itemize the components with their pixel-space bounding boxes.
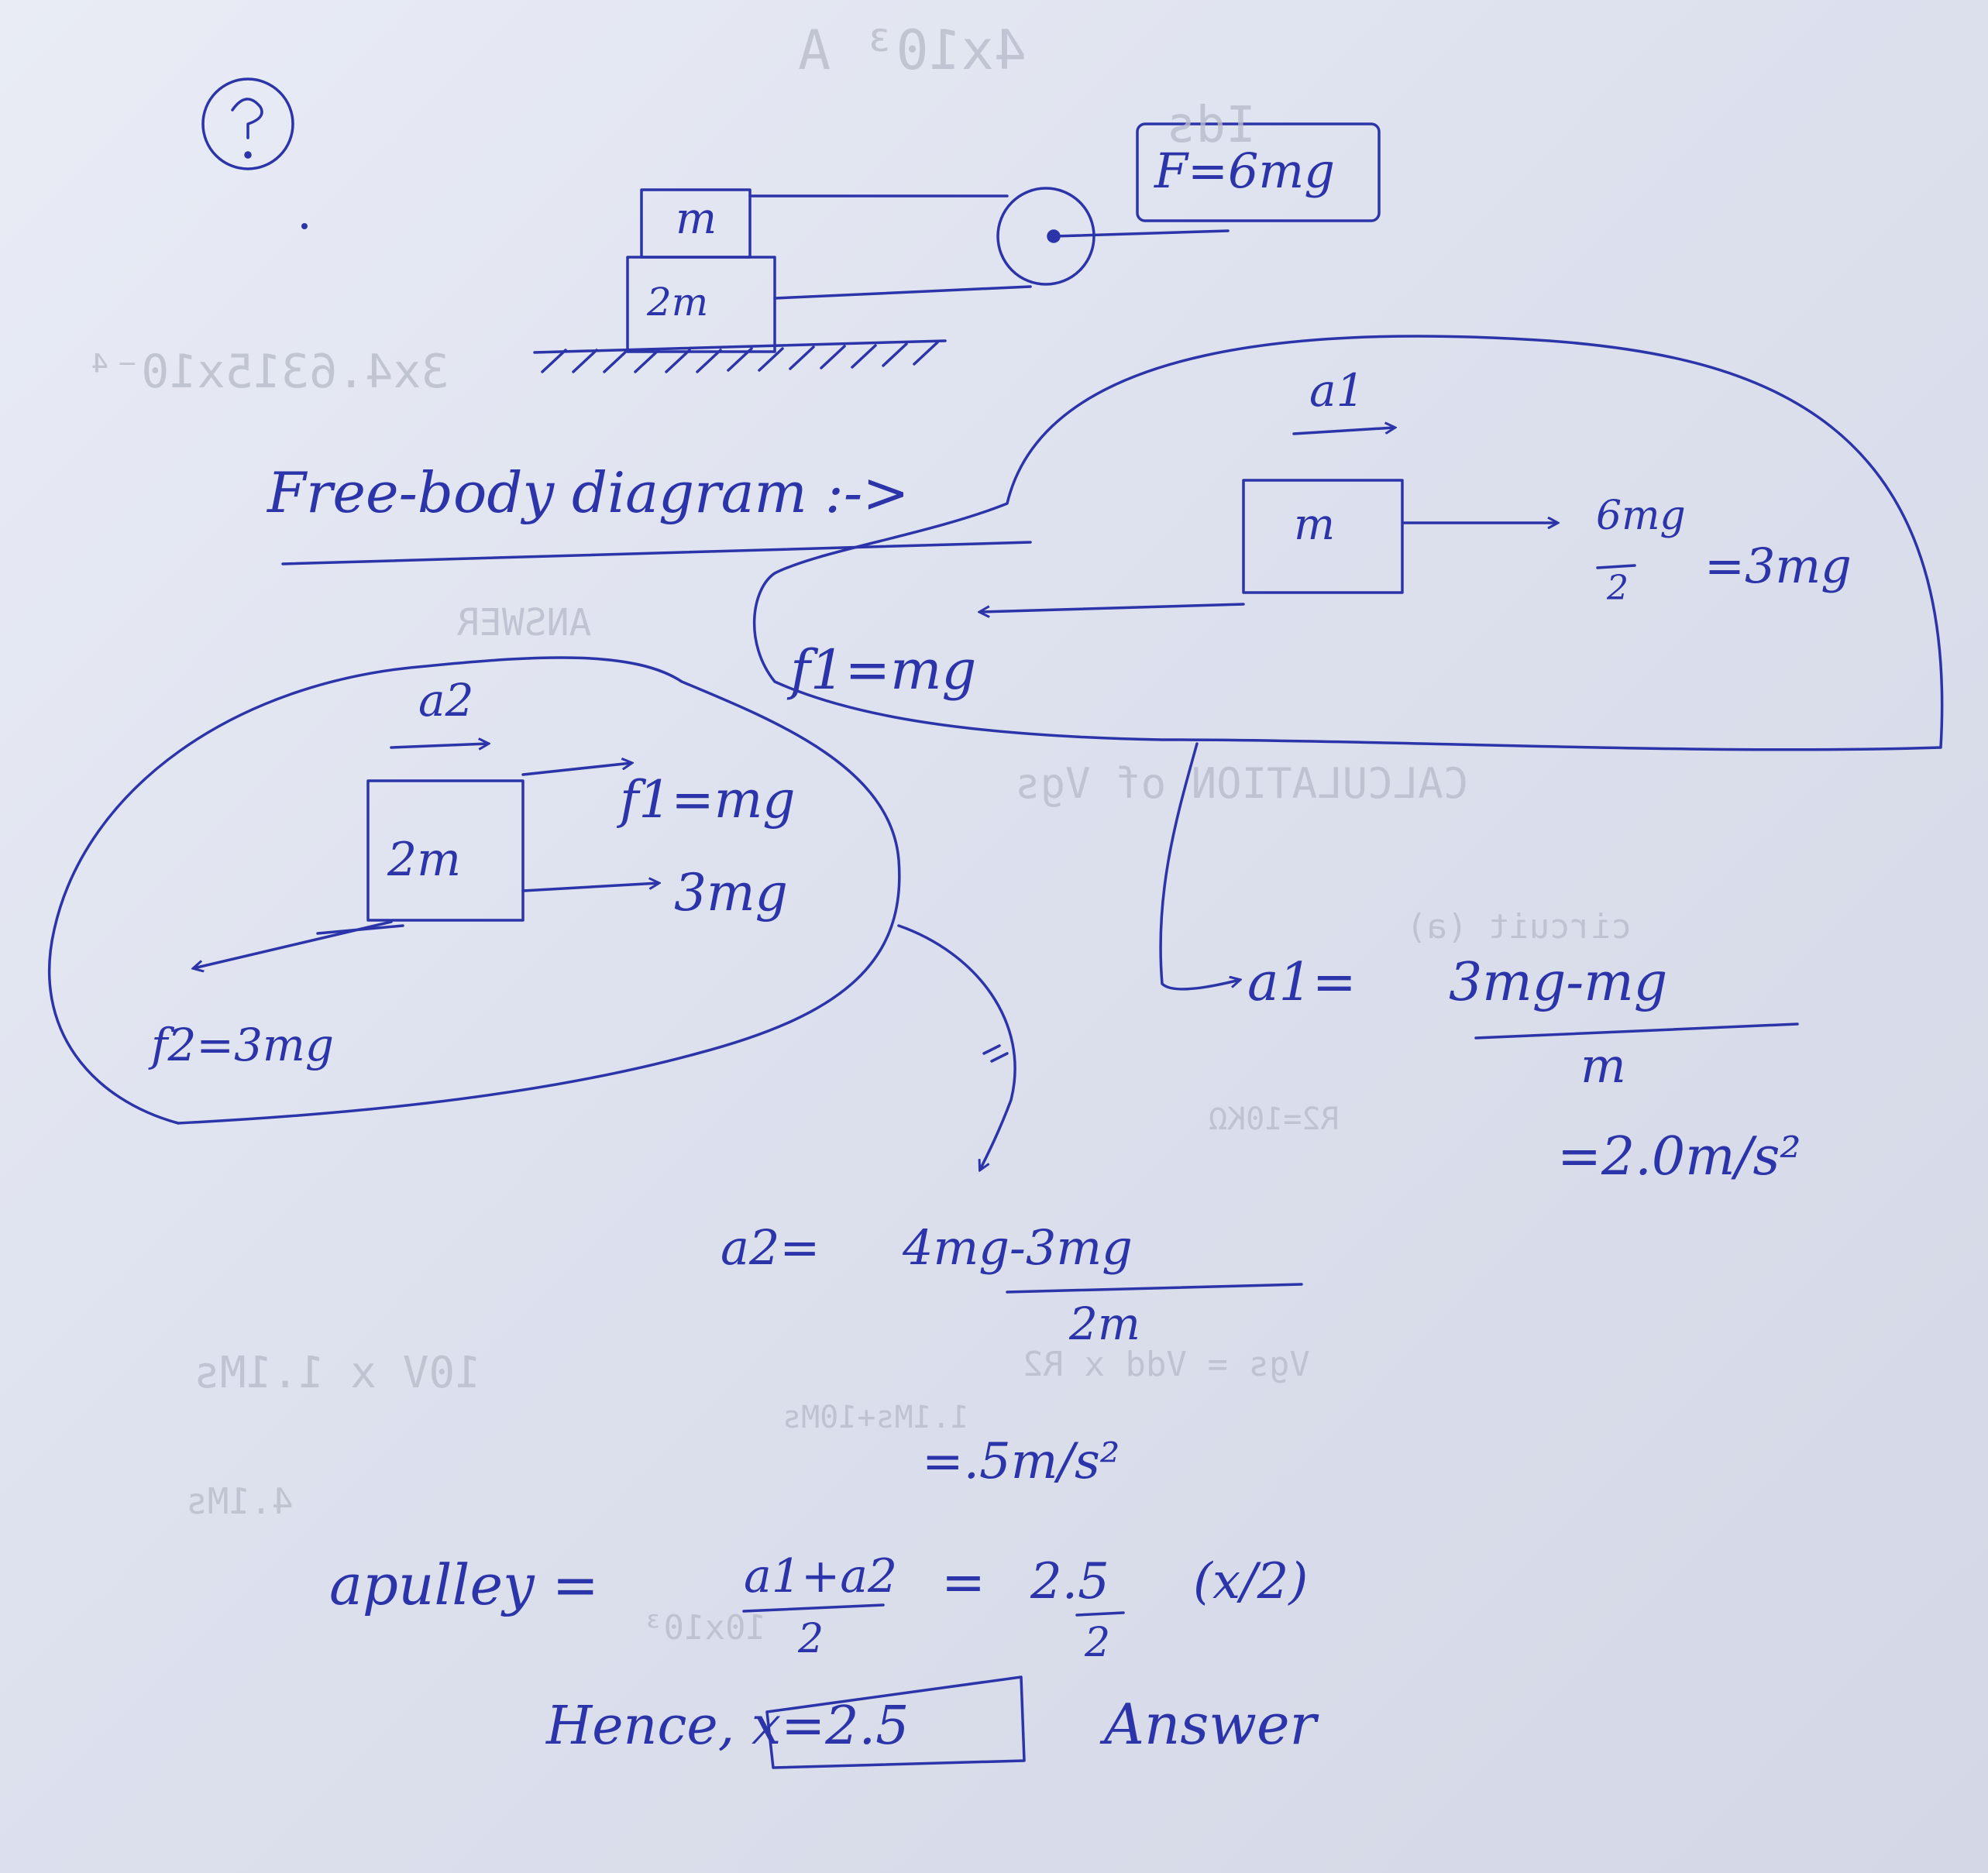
- a1-numerator: 3mg-mg: [1449, 952, 1668, 1013]
- bleed-text: 10x10³: [643, 1608, 766, 1648]
- bleed-text: 4.1Ms: [186, 1480, 294, 1522]
- pulley-paren: (x/2): [1193, 1553, 1309, 1610]
- top-fbd-region: [753, 335, 1944, 751]
- a1-denominator: m: [1580, 1037, 1626, 1094]
- applied-force-result: =3mg: [1704, 538, 1852, 594]
- answer-boxed: Hence, x=2.5: [546, 1696, 910, 1757]
- a2-lhs: a2=: [721, 1219, 820, 1276]
- bottom-block-2m-label: 2m: [387, 833, 462, 887]
- bleed-text: 1.1Ms+10Ms: [782, 1400, 969, 1435]
- answer-label: Answer: [1104, 1692, 1316, 1757]
- bleed-text: CALCULATION of Vgs: [1015, 759, 1469, 808]
- pulley-denominator: 2: [798, 1616, 824, 1662]
- pulley-lhs: apulley =: [329, 1552, 599, 1617]
- fbd-block-2m: [366, 779, 525, 922]
- bleed-text: 4x10³ A: [798, 19, 1027, 82]
- top-block-m-label: m: [1294, 500, 1336, 550]
- bleed-text: 10V x 1.1Ms: [194, 1348, 481, 1398]
- pulley-value-numerator: 2.5: [1030, 1553, 1109, 1610]
- pulley-numerator: a1+a2: [744, 1549, 898, 1603]
- accel-a1-label: a1: [1309, 364, 1365, 417]
- friction-f2-label: f2=3mg: [151, 1019, 334, 1071]
- pulley-value-denominator: 2: [1085, 1620, 1111, 1666]
- fbd-title: Free-body diagram :->: [267, 460, 910, 525]
- applied-force-numerator: 6mg: [1596, 493, 1686, 539]
- force-label: F=6mg: [1154, 143, 1335, 199]
- pulley-equals: =: [941, 1552, 985, 1614]
- accel-a2-label: a2: [418, 674, 474, 727]
- setup-block-m-label: m: [676, 194, 717, 244]
- force-box: [1136, 122, 1381, 222]
- applied-force-denominator: 2: [1607, 569, 1629, 608]
- bleed-text: 3x4.6315x10⁻⁴: [85, 345, 449, 399]
- bleed-text: R2=10KΩ: [1209, 1101, 1340, 1137]
- ground-line: [533, 339, 947, 354]
- bleed-text: ANSWER: [457, 601, 592, 644]
- a2-denominator: 2m: [1069, 1297, 1140, 1350]
- a2-numerator: 4mg-3mg: [903, 1219, 1133, 1276]
- bleed-text: Vgs = Vdd x R2: [1023, 1345, 1310, 1384]
- friction-f1-label: f1=mg: [790, 638, 977, 702]
- force-f1-label: f1=mg: [620, 770, 796, 830]
- a2-result: =.5m/s²: [922, 1433, 1120, 1490]
- force-3mg-label: 3mg: [674, 863, 788, 923]
- bleed-text: circuit (a): [1406, 907, 1632, 947]
- circled-question-icon: [201, 77, 294, 170]
- block-2m: [626, 256, 776, 353]
- answer-box: [765, 1675, 1026, 1769]
- a1-lhs: a1=: [1247, 952, 1357, 1013]
- setup-block-2m-label: 2m: [647, 280, 709, 325]
- bottom-fbd-region: [47, 656, 901, 1125]
- a1-result: =2.0m/s²: [1557, 1126, 1801, 1187]
- fbd-block-m: [1242, 479, 1404, 594]
